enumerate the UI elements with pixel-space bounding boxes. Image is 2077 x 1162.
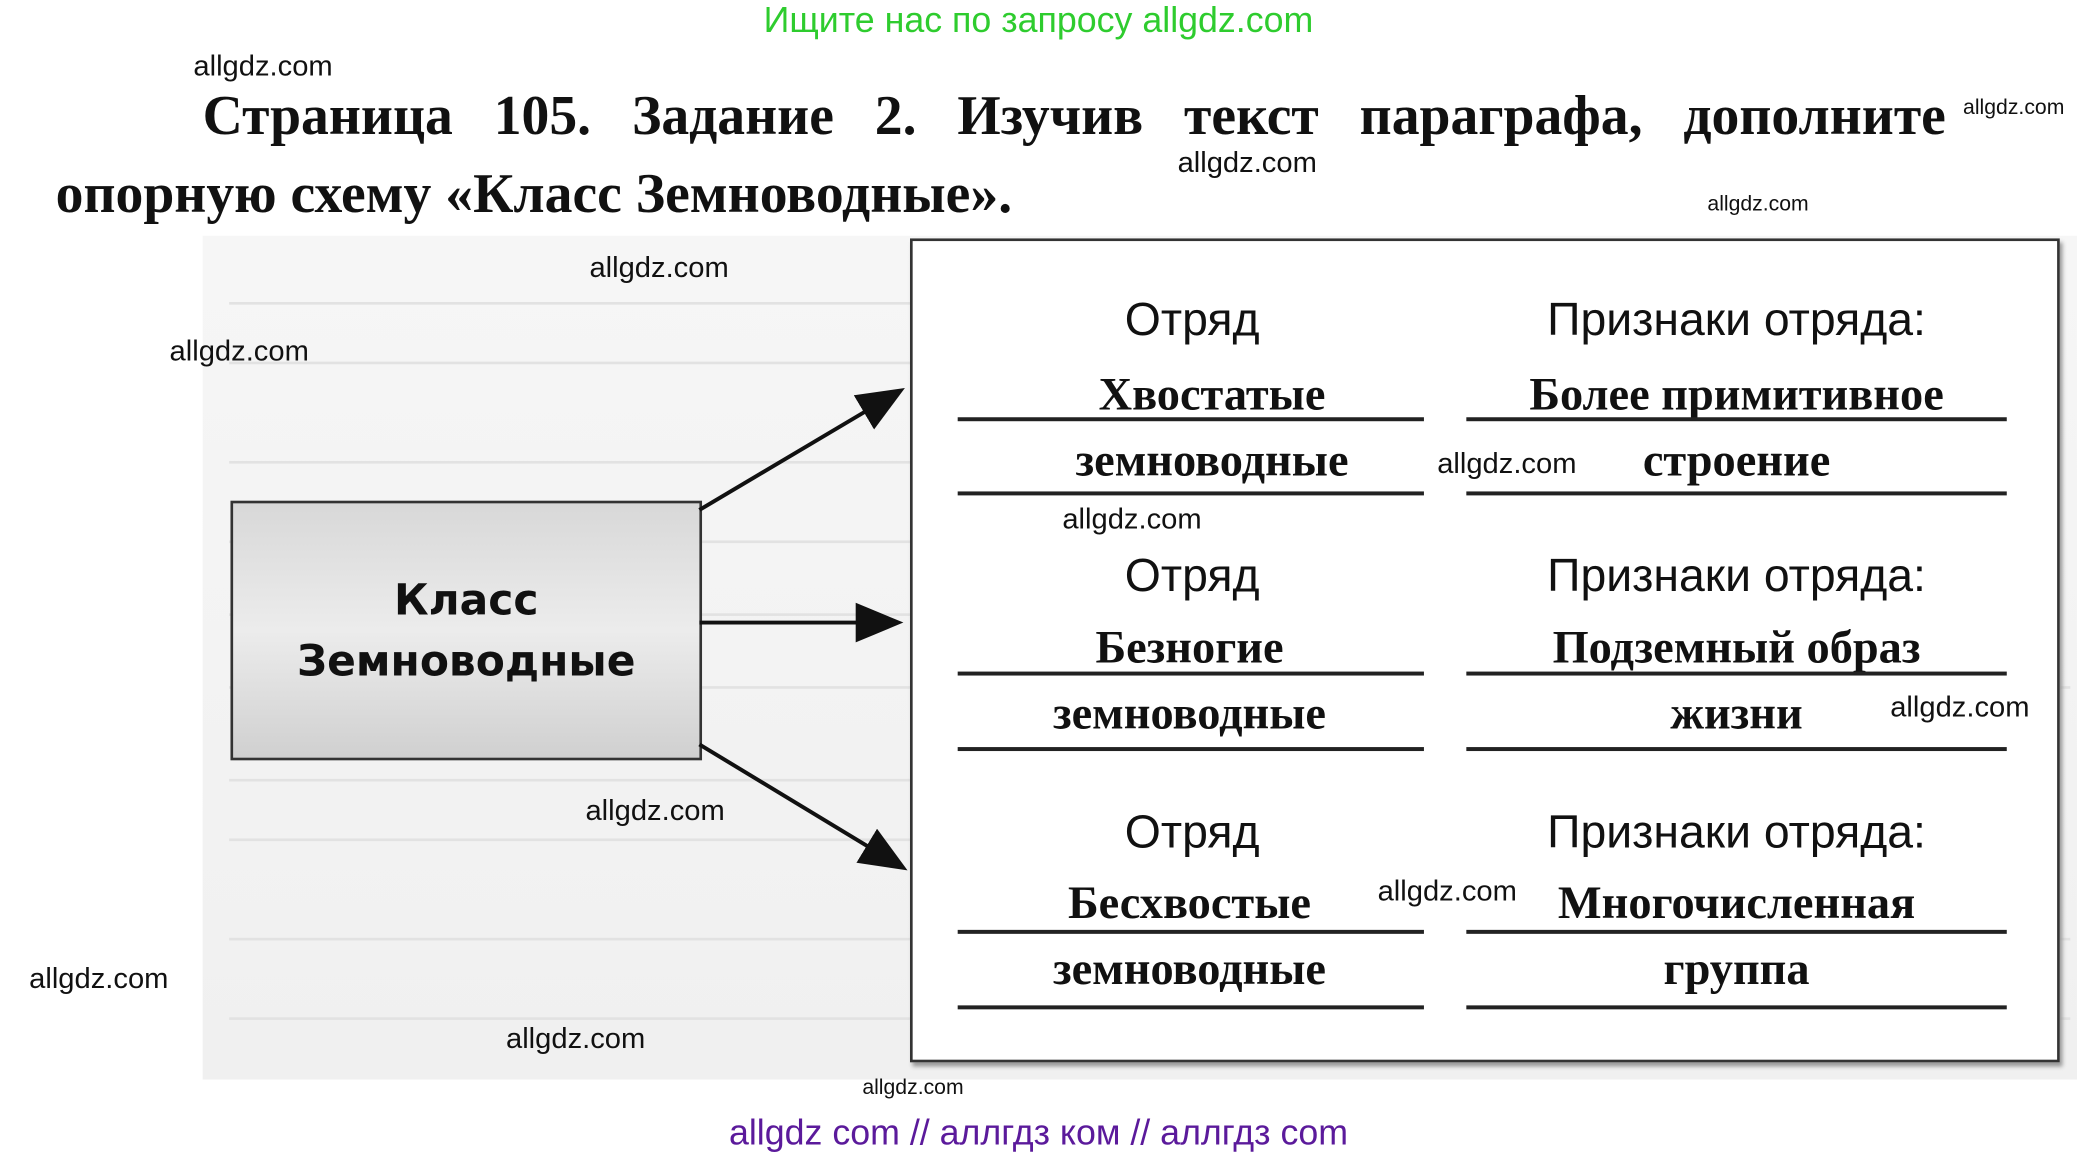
- traits-heading: Признаки отряда:: [1547, 549, 1926, 602]
- answer-line: [1466, 929, 2007, 934]
- order-name: Хвостатые: [1098, 368, 1326, 420]
- order-name: земноводные: [1075, 434, 1349, 487]
- answer-line: [1466, 1005, 2007, 1010]
- watermark: allgdz.com: [585, 793, 725, 827]
- watermark: allgdz.com: [589, 250, 729, 284]
- order-traits: Более примитивное: [1529, 368, 1944, 420]
- watermark: allgdz.com: [29, 961, 169, 995]
- class-name: Земноводные: [297, 635, 636, 687]
- order-heading: Отряд: [1124, 549, 1260, 602]
- watermark: allgdz.com: [1377, 874, 1517, 908]
- answer-line: [1466, 491, 2007, 496]
- traits-heading: Признаки отряда:: [1547, 806, 1926, 859]
- answer-line: [957, 417, 1424, 422]
- arrow-to-row3: [698, 742, 908, 871]
- order-name: земноводные: [1052, 687, 1327, 740]
- task-title-line2: опорную схему «Класс Земноводные».: [55, 164, 1013, 226]
- order-traits: Подземный образ: [1552, 621, 1921, 673]
- order-name: Безногие: [1095, 621, 1284, 673]
- watermark: allgdz.com: [1707, 193, 1809, 216]
- order-heading: Отряд: [1124, 294, 1260, 346]
- answer-line: [1466, 747, 2007, 752]
- order-traits: Многочисленная: [1557, 876, 1916, 929]
- watermark: allgdz.com: [505, 1021, 646, 1055]
- watermark: allgdz.com: [1062, 502, 1202, 536]
- answer-line: [957, 491, 1424, 496]
- watermark: allgdz.com: [1890, 690, 2030, 724]
- orders-box: [910, 238, 2060, 1063]
- answer-line: [957, 671, 1424, 676]
- watermark: allgdz.com: [1437, 446, 1577, 480]
- answer-line: [957, 929, 1424, 934]
- order-name: земноводные: [1052, 943, 1327, 995]
- order-traits: жизни: [1670, 687, 1803, 740]
- task-title-line1: Страница 105. Задание 2. Изучив текст па…: [202, 86, 1946, 148]
- watermark: allgdz.com: [169, 333, 309, 367]
- watermark: allgdz.com: [1963, 96, 2065, 120]
- answer-line: [957, 747, 1424, 752]
- watermark: allgdz.com: [862, 1076, 964, 1100]
- watermark: allgdz.com: [1177, 145, 1317, 179]
- arrow-to-row1: [698, 388, 905, 512]
- footer-banner: allgdz com // аллгдз ком // аллгдз com: [728, 1112, 1349, 1153]
- order-heading: Отряд: [1124, 806, 1260, 859]
- order-name: Бесхвостые: [1068, 876, 1311, 929]
- answer-line: [957, 1005, 1424, 1010]
- traits-heading: Признаки отряда:: [1547, 294, 1926, 346]
- class-label: Класс: [393, 574, 539, 626]
- watermark: allgdz.com: [193, 49, 333, 83]
- answer-line: [1466, 417, 2007, 422]
- class-box: Класс Земноводные: [230, 500, 703, 761]
- answer-line: [1466, 671, 2007, 676]
- search-banner: Ищите нас по запросу allgdz.com: [763, 0, 1314, 40]
- order-traits: группа: [1663, 943, 1810, 995]
- order-traits: строение: [1642, 434, 1831, 487]
